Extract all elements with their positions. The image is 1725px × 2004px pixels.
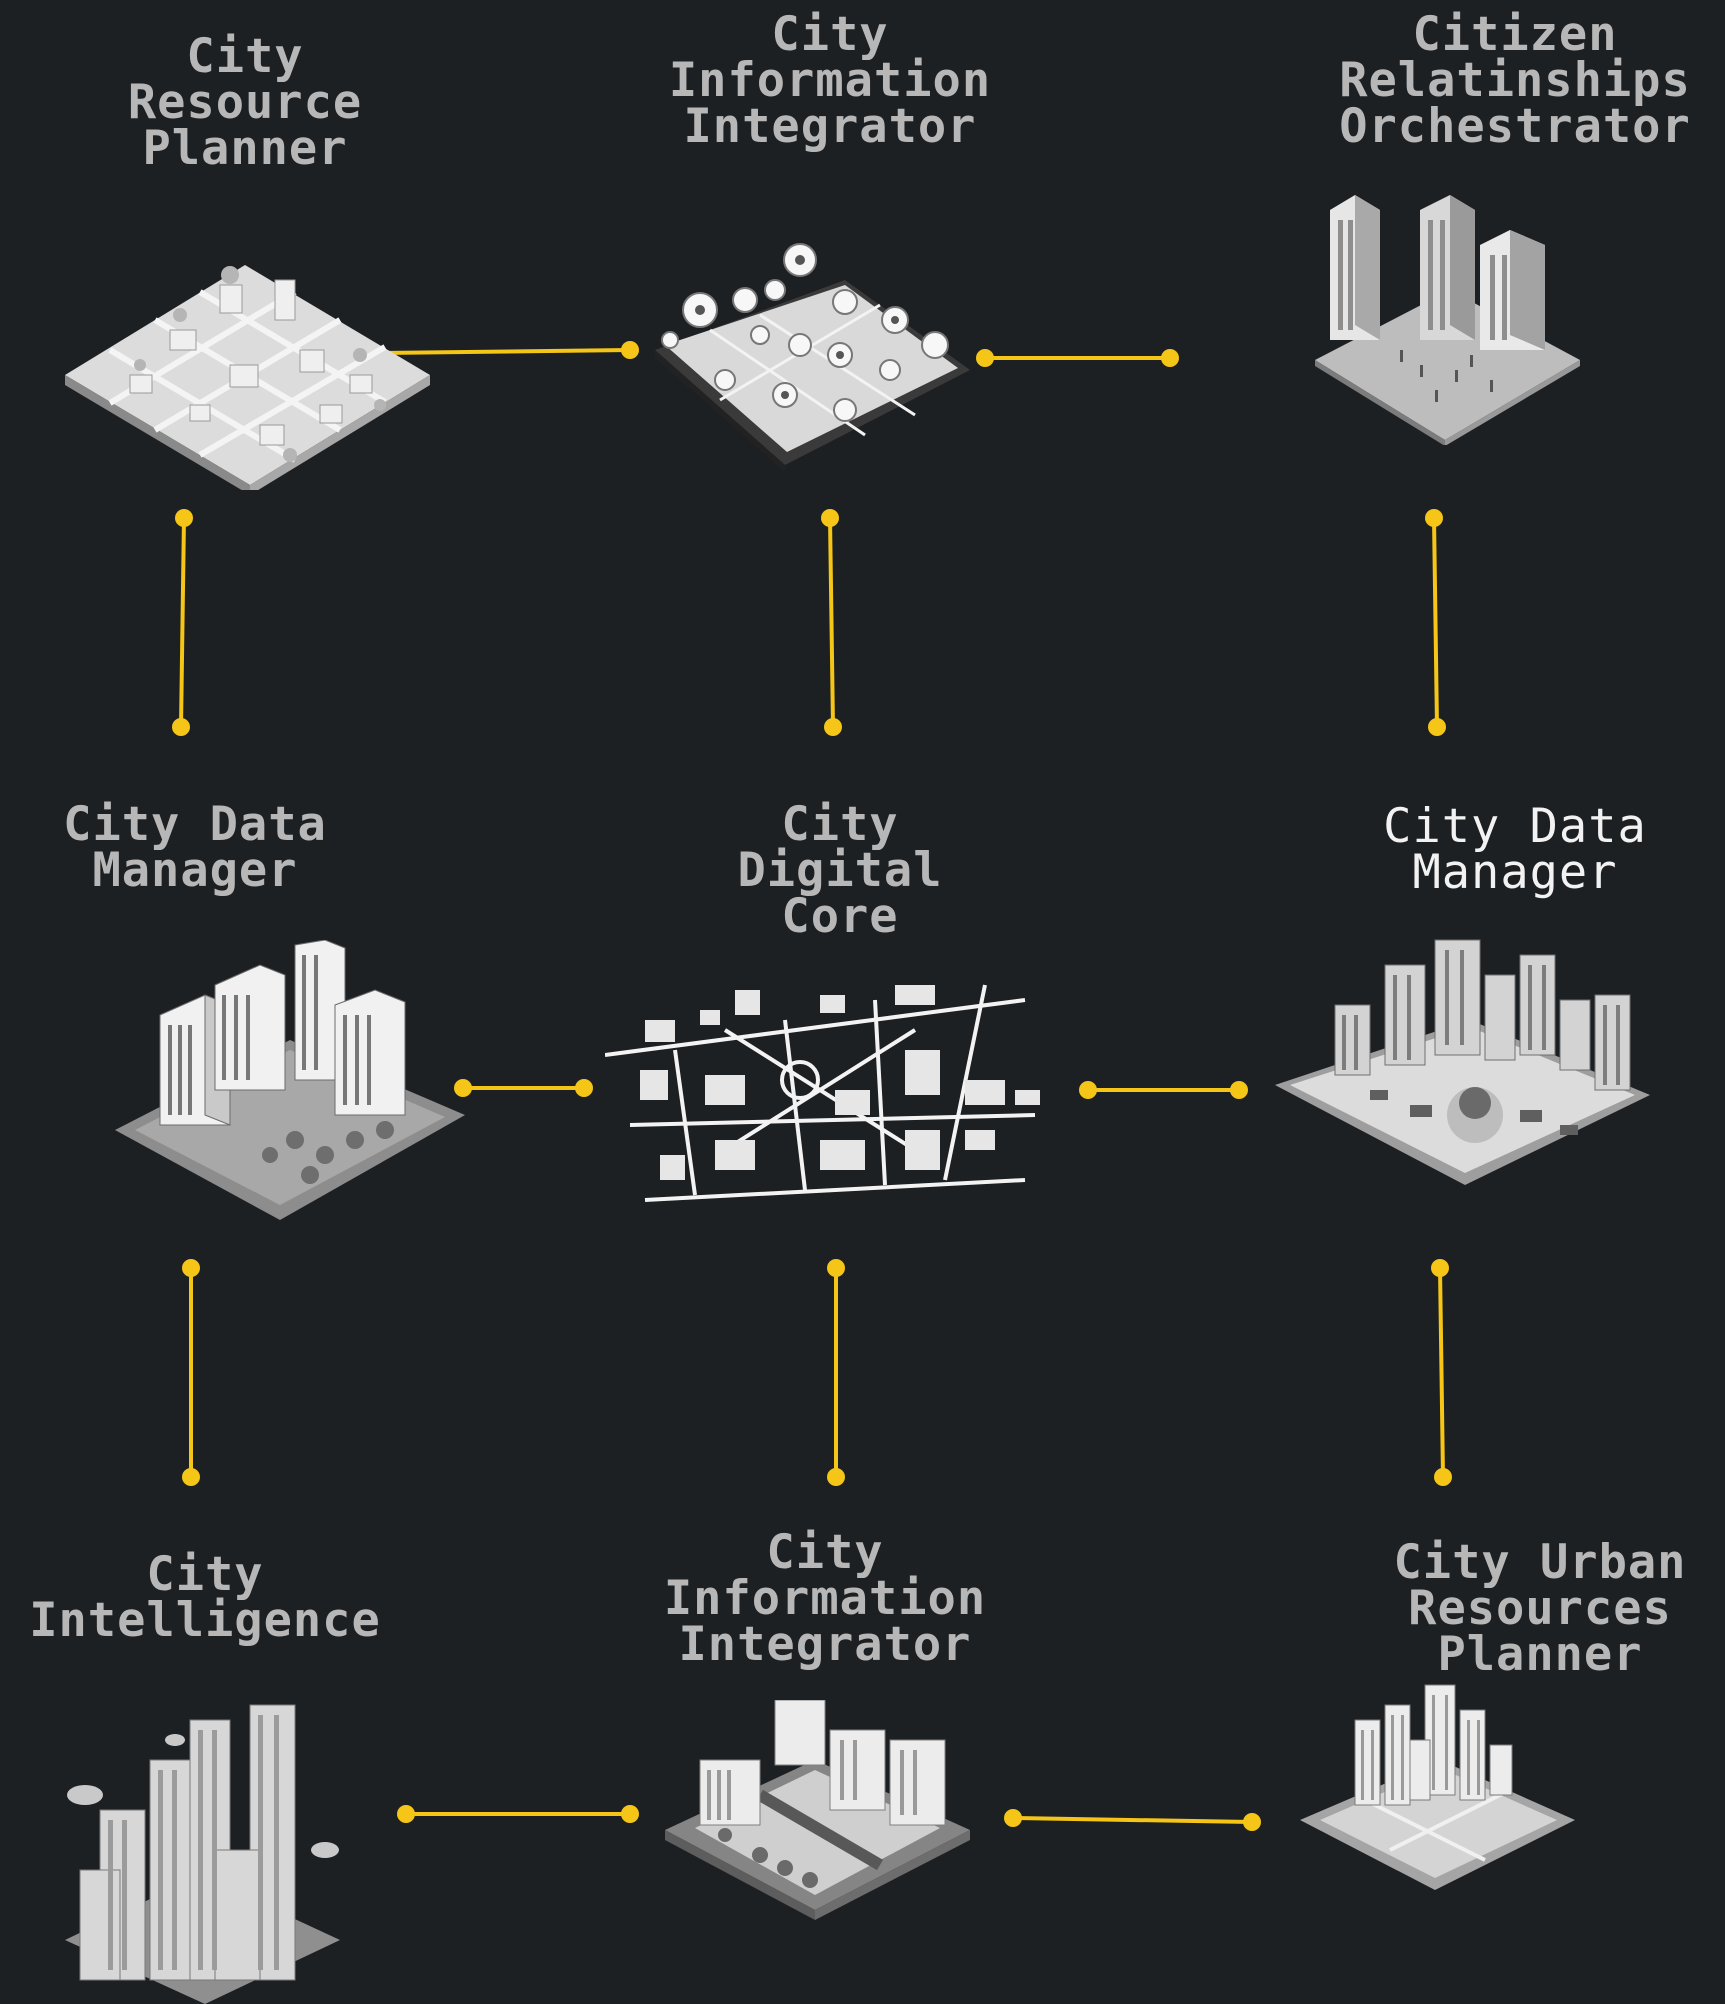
node-label-city-resource-planner: City Resource Planner bbox=[127, 29, 363, 176]
connector-n3-n6 bbox=[1425, 509, 1446, 736]
skyscraper-cluster-illustration bbox=[60, 1700, 345, 2004]
connector-n5-n8 bbox=[827, 1259, 845, 1486]
node-label-city-data-manager-right: City Data Manager bbox=[1383, 799, 1647, 900]
downtown-square-illustration bbox=[1270, 935, 1655, 1190]
city-grid-illustration bbox=[60, 255, 435, 490]
connector-n2-n5 bbox=[821, 509, 842, 736]
office-towers-plaza-illustration bbox=[1310, 190, 1585, 445]
apartment-blocks-park-illustration bbox=[110, 940, 470, 1225]
node-label-city-information-integrator-top: City Information Integrator bbox=[668, 7, 992, 154]
tall-towers-block-illustration bbox=[1295, 1680, 1580, 1895]
connector-n4-n5 bbox=[454, 1079, 593, 1097]
connector-n8-n9 bbox=[1004, 1809, 1261, 1831]
node-label-city-information-integrator-bottom: City Information Integrator bbox=[663, 1525, 987, 1672]
tablet-city-map-illustration bbox=[650, 240, 990, 470]
street-map-illustration bbox=[605, 980, 1085, 1205]
street-intersection-block-illustration bbox=[665, 1700, 970, 1920]
node-label-city-urban-resources-planner: City Urban Resources Planner bbox=[1393, 1535, 1687, 1682]
connector-n1-n4 bbox=[172, 509, 193, 736]
connector-n2-n3 bbox=[976, 349, 1179, 367]
node-label-citizen-relationships-orchestrator: Citizen Relatinships Orchestrator bbox=[1339, 7, 1691, 154]
node-label-city-digital-core: City Digital Core bbox=[737, 797, 943, 944]
connector-n1-n2 bbox=[379, 341, 639, 359]
connector-n6-n9 bbox=[1431, 1259, 1452, 1486]
node-label-city-data-manager-left: City Data Manager bbox=[63, 797, 327, 898]
connector-n7-n8 bbox=[397, 1805, 639, 1823]
connector-n4-n7 bbox=[182, 1259, 200, 1486]
node-label-city-intelligence: City Intelligence bbox=[29, 1547, 381, 1648]
connector-n5-n6 bbox=[1079, 1081, 1248, 1099]
